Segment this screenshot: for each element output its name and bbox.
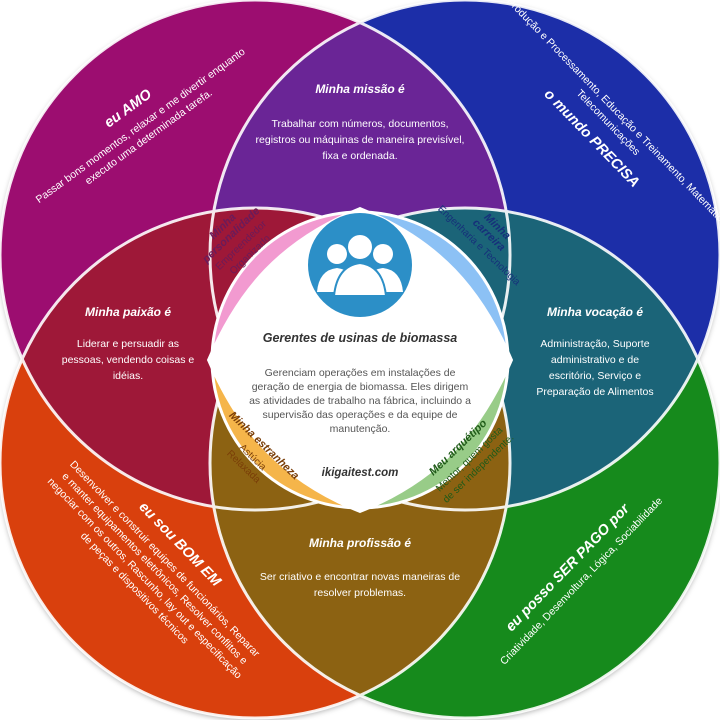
vocation-lines-line: administrativo e de [551,354,639,366]
center-description: Gerenciam operações em instalações de ger… [249,367,471,435]
profession-text: Ser criativo e encontrar novas maneiras … [260,571,460,599]
center-core [206,206,514,514]
center-desc-line: manutenção. [330,423,391,435]
vocation-lines-line: escritório, Serviço e [549,370,641,382]
profession-title: Minha profissão é [309,536,411,550]
center-desc-line: as atividades de trabalho na fábrica, in… [249,395,471,407]
passion-lines-line: idéias. [113,370,143,382]
mission-lines-line: registros ou máquinas de maneira previsí… [256,134,465,146]
center-title: Gerentes de usinas de biomassa [263,331,458,345]
vocation-lines-line: Administração, Suporte [540,338,649,350]
mission-title: Minha missão é [315,82,405,96]
mission-lines-line: fixa e ordenada. [322,150,397,162]
people-group-icon [308,213,412,317]
profession-lines-line: Ser criativo e encontrar novas maneiras … [260,571,460,583]
mission-text: Trabalhar com números, documentos, regist… [256,118,465,162]
center-site: ikigaitest.com [322,467,399,479]
passion-text: Liderar e persuadir as pessoas, vendendo … [62,338,195,382]
vocation-lines-line: Preparação de Alimentos [536,386,653,398]
mission-lines-line: Trabalhar com números, documentos, [271,118,448,130]
center-desc-line: supervisão das operações e da equipe de [263,409,458,421]
center-desc-line: geração de energia de biomassa. Eles dir… [252,381,469,393]
passion-title: Minha paixão é [85,305,171,319]
passion-lines-line: pessoas, vendendo coisas e [62,354,195,366]
profession-lines-line: resolver problemas. [314,587,406,599]
vocation-text: Administração, Suporte administrativo e d… [536,338,653,398]
center-desc-line: Gerenciam operações em instalações de [265,367,456,379]
passion-lines-line: Liderar e persuadir as [77,338,179,350]
vocation-title: Minha vocação é [547,305,643,319]
